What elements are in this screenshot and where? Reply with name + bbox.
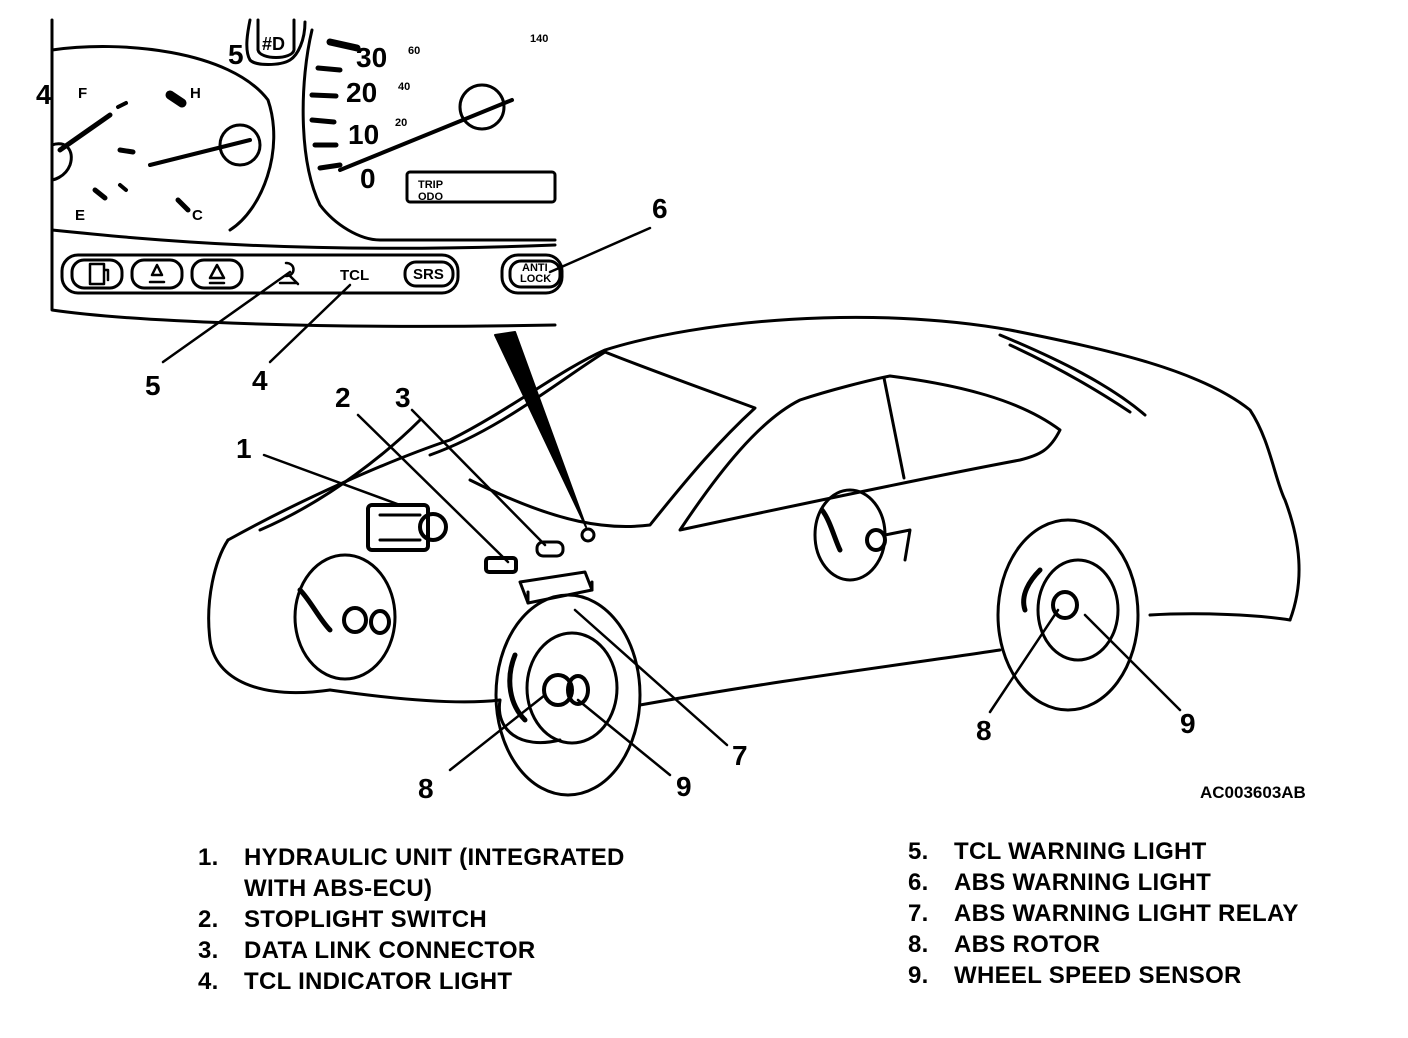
legend-item: 8. ABS ROTOR <box>908 929 1299 960</box>
odo-label: ODO <box>418 191 444 203</box>
legend-right-column: 5. TCL WARNING LIGHT 6. ABS WARNING LIGH… <box>908 836 1299 991</box>
kmh-20-label: 20 <box>395 117 407 129</box>
kmh-40-label: 40 <box>398 81 410 93</box>
legend-number: 6. <box>908 869 929 896</box>
legend-item: 1. HYDRAULIC UNIT (INTEGRATED WITH ABS-E… <box>198 842 625 904</box>
callout-6: 6 <box>652 193 668 224</box>
legend-number: 3. <box>198 937 219 964</box>
rear-wheel <box>996 518 1140 712</box>
gauge-e-label: E <box>75 207 85 224</box>
legend-text: TCL INDICATOR LIGHT <box>244 968 513 995</box>
callout-8-rear: 8 <box>976 715 992 746</box>
legend-item: 6. ABS WARNING LIGHT <box>908 867 1299 898</box>
callout-2: 2 <box>335 382 351 413</box>
speed-20-label: 20 <box>346 77 377 108</box>
instrument-cluster-inset <box>50 18 564 328</box>
legend-item: 7. ABS WARNING LIGHT RELAY <box>908 898 1299 929</box>
gauge-f-label: F <box>78 85 87 102</box>
front-left-rotor <box>293 553 397 681</box>
callout-9-front: 9 <box>676 771 692 802</box>
legend-number: 8. <box>908 931 929 958</box>
legend-text: STOPLIGHT SWITCH <box>244 906 488 933</box>
hydraulic-unit <box>366 503 448 552</box>
legend-item: 5. TCL WARNING LIGHT <box>908 836 1299 867</box>
legend-left-column: 1. HYDRAULIC UNIT (INTEGRATED WITH ABS-E… <box>198 842 625 997</box>
trip-label: TRIP <box>418 179 443 191</box>
legend-number: 5. <box>908 838 929 865</box>
legend-number: 4. <box>198 968 219 995</box>
speed-30-label: 30 <box>356 42 387 73</box>
cluster-pointer-wedge <box>494 331 587 528</box>
abs-component-diagram: 30 20 10 0 60 40 20 140 4 5 F H E C #D T… <box>36 18 1306 804</box>
leader-lines <box>161 226 1182 777</box>
legend-item: 2. STOPLIGHT SWITCH <box>198 904 625 935</box>
legend-text: ABS ROTOR <box>954 931 1101 958</box>
legend-text: ABS WARNING LIGHT RELAY <box>954 900 1299 927</box>
callout-3: 3 <box>395 382 411 413</box>
gauge-5-label: 5 <box>228 39 244 70</box>
legend-item: 9. WHEEL SPEED SENSOR <box>908 960 1299 991</box>
callout-4: 4 <box>252 365 268 396</box>
car-body-outline <box>207 315 1301 745</box>
legend-item: 4. TCL INDICATOR LIGHT <box>198 966 625 997</box>
srs-label: SRS <box>413 266 444 283</box>
cluster-pointer-dot <box>580 527 596 543</box>
speed-0-label: 0 <box>360 163 376 194</box>
tcl-indicator-label: TCL <box>340 267 369 284</box>
lock-label: LOCK <box>520 273 551 285</box>
stoplight-switch <box>484 556 518 574</box>
legend-text: TCL WARNING LIGHT <box>954 838 1207 865</box>
abs-warning-light-relay <box>518 570 594 605</box>
rear-left-rotor <box>813 488 912 582</box>
callout-5: 5 <box>145 370 161 401</box>
gauge-c-label: C <box>192 207 203 224</box>
callout-7: 7 <box>732 740 748 771</box>
callout-8-front: 8 <box>418 773 434 804</box>
legend-text: WHEEL SPEED SENSOR <box>954 962 1242 989</box>
callout-1: 1 <box>236 433 252 464</box>
fd-icon: #D <box>262 34 285 54</box>
legend-number: 2. <box>198 906 219 933</box>
callout-9-rear: 9 <box>1180 708 1196 739</box>
speed-10-label: 10 <box>348 119 379 150</box>
legend-item: 3. DATA LINK CONNECTOR <box>198 935 625 966</box>
legend-number: 1. <box>198 844 219 871</box>
legend-text: ABS WARNING LIGHT <box>954 869 1212 896</box>
kmh-60-label: 60 <box>408 45 420 57</box>
legend-text: DATA LINK CONNECTOR <box>244 937 536 964</box>
data-link-connector <box>535 540 565 558</box>
gauge-h-label: H <box>190 85 201 102</box>
gauge-4-label: 4 <box>36 79 52 110</box>
top-140-label: 140 <box>530 33 548 45</box>
legend-text: HYDRAULIC UNIT (INTEGRATED WITH ABS-ECU) <box>244 844 625 902</box>
legend-number: 7. <box>908 900 929 927</box>
front-wheel <box>494 593 642 797</box>
component-legend: 1. HYDRAULIC UNIT (INTEGRATED WITH ABS-E… <box>0 838 1408 1002</box>
legend-number: 9. <box>908 962 929 989</box>
anti-label: ANTI <box>522 262 548 274</box>
figure-code: AC003603AB <box>1200 783 1306 802</box>
